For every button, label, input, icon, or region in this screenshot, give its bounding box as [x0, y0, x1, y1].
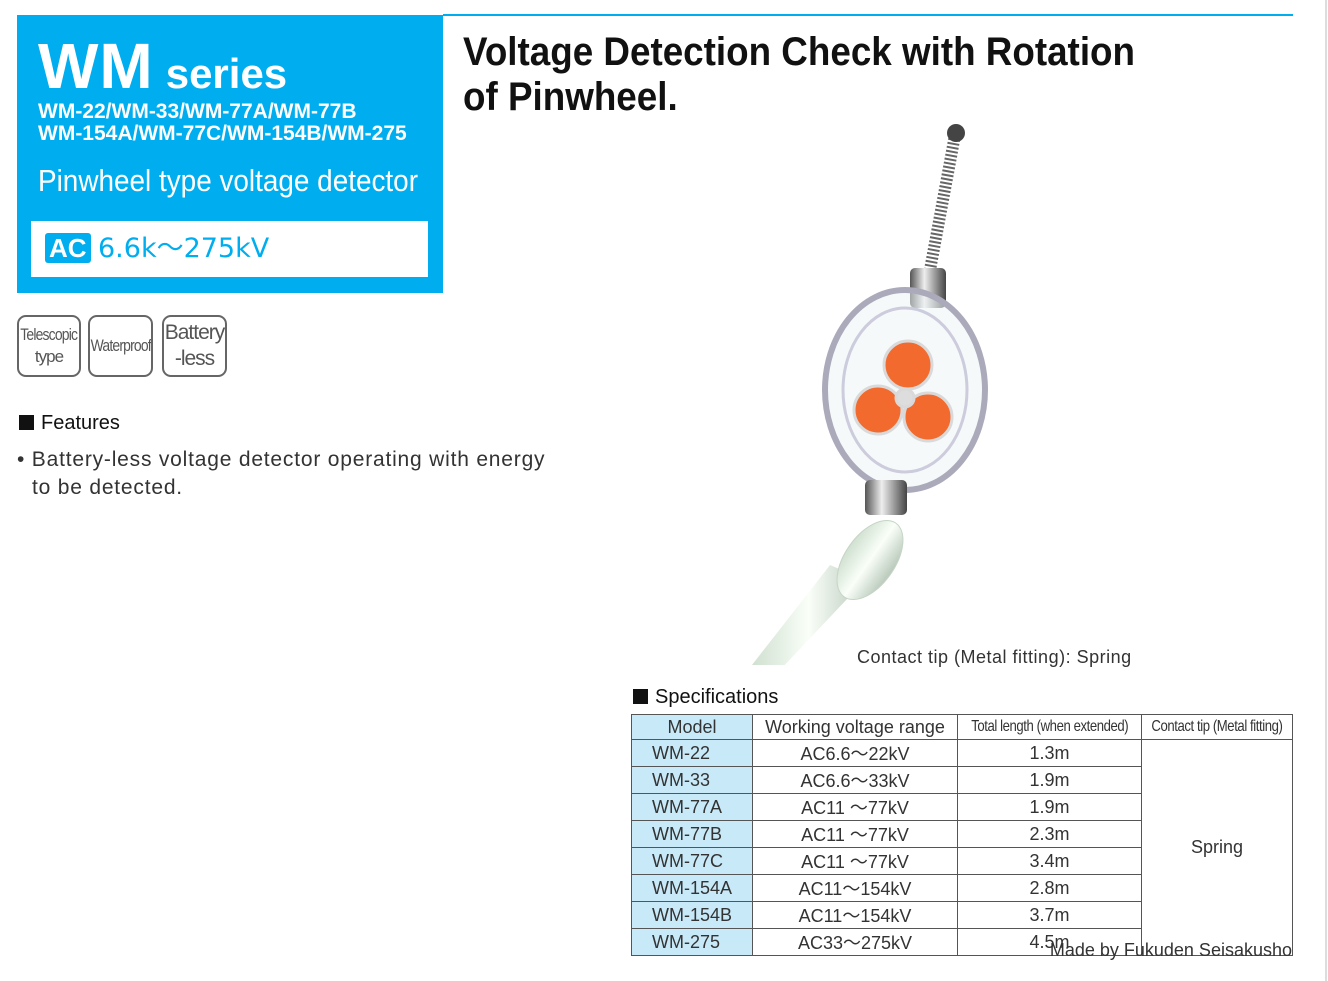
table-row: WM-22 AC6.6～22kV 1.3m Spring: [631, 739, 1293, 956]
handle-grip: [836, 519, 904, 601]
length-cell: 2.3m: [957, 820, 1142, 848]
series-name: WM: [38, 30, 154, 102]
voltage-cell: AC33～275kV: [752, 928, 958, 956]
length-cell: 1.9m: [957, 766, 1142, 794]
square-bullet-icon: [19, 415, 34, 430]
column-header: Contact tip (Metal fitting): [1141, 714, 1293, 740]
length-cell: 1.3m: [957, 739, 1142, 767]
model-cell: WM-77B: [631, 820, 753, 848]
feature-item: • Battery-less voltage detector operatin…: [17, 446, 545, 502]
contact-tip-cell: Spring: [1141, 739, 1293, 956]
table-header-row: Model Working voltage range Total length…: [631, 714, 1293, 740]
tip-ball: [947, 124, 965, 142]
bottom-fitting: [865, 480, 907, 515]
column-header: Total length (when extended): [957, 714, 1142, 740]
title-line: of Pinwheel.: [463, 75, 678, 119]
length-cell: 4.5m: [957, 928, 1142, 956]
voltage-cell: AC11 ～77kV: [752, 793, 958, 821]
model-cell: WM-275: [631, 928, 753, 956]
specifications-heading: Specifications: [633, 686, 778, 709]
model-list: WM-22/WM-33/WM-77A/WM-77B WM-154A/WM-77C…: [38, 101, 407, 145]
badge-text: -less: [174, 347, 215, 370]
features-heading: Features: [19, 412, 120, 435]
model-cell: WM-154B: [631, 901, 753, 929]
model-list-line: WM-22/WM-33/WM-77A/WM-77B: [38, 100, 357, 123]
length-cell: 1.9m: [957, 793, 1142, 821]
heading-text: Specifications: [655, 686, 779, 708]
voltage-cell: AC6.6～33kV: [752, 766, 958, 794]
badge-text: Telescopic: [20, 325, 79, 344]
model-list-line: WM-154A/WM-77C/WM-154B/WM-275: [38, 122, 407, 145]
model-cell: WM-77A: [631, 793, 753, 821]
series-header-box: WM series WM-22/WM-33/WM-77A/WM-77B WM-1…: [17, 15, 443, 293]
inner-ring: [841, 306, 969, 474]
voltage-range-box: AC 6.6k～275kV: [31, 221, 428, 277]
series-title: WM series: [38, 33, 287, 99]
voltage-cell: AC11～154kV: [752, 901, 958, 929]
series-suffix: series: [165, 50, 288, 97]
length-cell: 3.4m: [957, 847, 1142, 875]
column-header-text: Contact tip (Metal fitting): [1151, 718, 1283, 735]
model-cell: WM-77C: [631, 847, 753, 875]
top-rule: [443, 14, 1293, 16]
voltage-range: 6.6k～275kV: [98, 233, 270, 264]
badge-text: type: [34, 347, 64, 366]
heading-text: Features: [41, 412, 120, 434]
length-cell: 3.7m: [957, 901, 1142, 929]
handle-pole: [752, 565, 865, 665]
model-cell: WM-22: [631, 739, 753, 767]
badge-text: Waterproof: [90, 336, 151, 355]
badge-text: Battery: [164, 321, 225, 344]
pinwheel-icon: [852, 339, 954, 443]
page-edge: [1325, 0, 1327, 981]
image-caption: Contact tip (Metal fitting): Spring: [857, 647, 1132, 667]
voltage-cell: AC11 ～77kV: [752, 820, 958, 848]
voltage-cell: AC11 ～77kV: [752, 847, 958, 875]
model-cell: WM-154A: [631, 874, 753, 902]
specifications-table: Model Working voltage range Total length…: [631, 714, 1293, 956]
square-bullet-icon: [633, 689, 648, 704]
voltage-cell: AC11～154kV: [752, 874, 958, 902]
ac-badge: AC: [45, 233, 91, 263]
feature-text: • Battery-less voltage detector operatin…: [17, 448, 546, 471]
column-header-text: Total length (when extended): [970, 718, 1129, 735]
model-cell: WM-33: [631, 766, 753, 794]
manufacturer-note: Made by Fukuden Seisakusho: [1049, 940, 1292, 960]
badge-batteryless: Battery -less: [162, 315, 227, 377]
detector-product-image: [752, 124, 988, 665]
column-header: Working voltage range: [752, 714, 958, 740]
title-line: Voltage Detection Check with Rotation: [463, 30, 1136, 74]
badge-waterproof: Waterproof: [88, 315, 153, 377]
voltage-cell: AC6.6～22kV: [752, 739, 958, 767]
spring-tip: [924, 133, 961, 272]
main-title: Voltage Detection Check with Rotation of…: [463, 30, 1135, 120]
product-subtitle: Pinwheel type voltage detector: [38, 163, 418, 198]
feature-text: to be detected.: [32, 476, 183, 499]
length-cell: 2.8m: [957, 874, 1142, 902]
badge-telescopic: Telescopic type: [17, 315, 81, 377]
column-header: Model: [631, 714, 753, 740]
